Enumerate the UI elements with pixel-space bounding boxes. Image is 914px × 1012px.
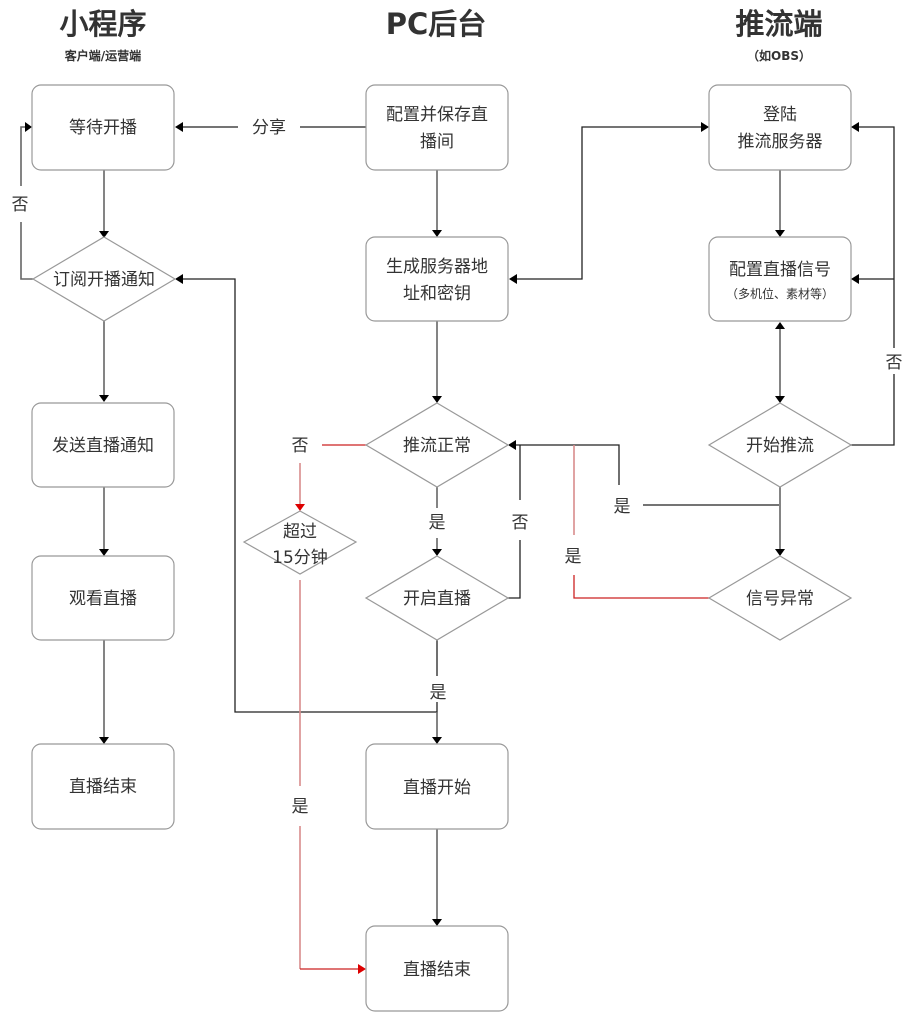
label-bg [884, 348, 904, 374]
node-login-server[interactable]: 登陆 推流服务器 [708, 84, 852, 171]
edge-label-openlive-no: 否 [512, 513, 529, 533]
edge-label-subscribe-no: 否 [12, 195, 29, 215]
node-label-line1: 超过 [283, 522, 317, 542]
arrow-head [432, 549, 442, 556]
arrow-head [432, 230, 442, 237]
arrow-head [851, 122, 859, 132]
node-label: 直播结束 [403, 960, 471, 980]
node-start-push[interactable]: 开始推流 [707, 402, 853, 488]
node-label-line2: 15分钟 [272, 548, 328, 568]
node-label: 直播开始 [403, 778, 471, 798]
node-live-start[interactable]: 直播开始 [365, 743, 509, 830]
edge-label-signalerr-yes: 是 [565, 547, 582, 567]
arrow-head [775, 322, 785, 329]
arrow-head [775, 396, 785, 403]
edge-signalerr-yes-lower [573, 575, 710, 599]
node-label-line1: 配置并保存直 [386, 105, 488, 125]
node-config-room[interactable]: 配置并保存直 播间 [365, 84, 509, 171]
node-label: 发送直播通知 [52, 436, 154, 456]
arrow-head [295, 504, 305, 511]
arrow-head [175, 274, 183, 284]
edge-label-pushok-yes: 是 [429, 513, 446, 533]
node-gen-server[interactable]: 生成服务器地 址和密钥 [365, 236, 509, 322]
edge-label-pushok-no: 否 [292, 436, 309, 456]
column-subtitle-pusher: （如OBS） [747, 48, 811, 63]
edge-startpush-yes-top [515, 444, 620, 485]
arrow-head [358, 964, 366, 974]
node-label-line2: 推流服务器 [738, 132, 823, 152]
edge-label-share: 分享 [252, 118, 286, 138]
node-over15[interactable]: 超过 15分钟 [242, 510, 358, 575]
node-label: 推流正常 [403, 436, 471, 456]
edge-label-startpush-no: 否 [886, 353, 903, 373]
node-send-notice[interactable]: 发送直播通知 [31, 402, 175, 488]
arrow-head [99, 231, 109, 238]
edge-startpush-no [850, 126, 895, 446]
arrow-head [851, 274, 859, 284]
node-label-line2: 址和密钥 [403, 284, 471, 304]
edge-subscribe-no-upper [20, 126, 26, 186]
node-label: 开启直播 [403, 589, 471, 609]
node-label-line1: 生成服务器地 [386, 257, 488, 277]
node-label: 等待开播 [69, 118, 137, 138]
edge-subscribe-no-lower [20, 222, 33, 280]
column-title-pusher: 推流端 [735, 7, 822, 41]
edge-label-startpush-yes: 是 [614, 497, 631, 517]
column-title-miniprogram: 小程序 [59, 7, 146, 41]
node-label-line2: （多机位、素材等） [726, 286, 834, 301]
edge-label-openlive-yes: 是 [430, 683, 447, 703]
node-wait-start[interactable]: 等待开播 [31, 84, 175, 171]
arrow-head [775, 230, 785, 237]
arrow-head [701, 122, 709, 132]
node-push-ok[interactable]: 推流正常 [364, 402, 510, 488]
arrow-head [508, 440, 516, 450]
node-end-mid[interactable]: 直播结束 [365, 925, 509, 1012]
node-end-left[interactable]: 直播结束 [31, 743, 175, 830]
arrow-head [432, 396, 442, 403]
column-subtitle-miniprogram: 客户端/运营端 [64, 48, 141, 63]
edge-openlive-no-lower [508, 540, 521, 599]
node-label-line2: 播间 [420, 132, 454, 152]
arrow-head [25, 122, 32, 132]
node-open-live[interactable]: 开启直播 [364, 555, 510, 641]
node-label-line1: 登陆 [763, 105, 797, 125]
arrow-head [99, 737, 109, 744]
node-label-line1: 配置直播信号 [729, 260, 831, 280]
node-watch[interactable]: 观看直播 [31, 555, 175, 641]
node-signal-error[interactable]: 信号异常 [707, 555, 853, 641]
node-label: 订阅开播通知 [53, 270, 155, 290]
column-title-pc: PC后台 [386, 7, 487, 41]
node-subscribe[interactable]: 订阅开播通知 [31, 236, 177, 322]
edge-live-to-subscribe [182, 278, 438, 713]
arrow-head [432, 919, 442, 926]
node-label: 观看直播 [69, 589, 137, 609]
node-label: 信号异常 [746, 589, 814, 609]
arrow-head [432, 737, 442, 744]
edge-label-over15-yes: 是 [292, 797, 309, 817]
arrow-head [99, 549, 109, 556]
arrow-head [509, 274, 517, 284]
node-label: 开始推流 [746, 436, 814, 456]
node-label: 直播结束 [69, 777, 137, 797]
arrow-head [175, 122, 183, 132]
node-config-signal[interactable]: 配置直播信号 （多机位、素材等） [708, 236, 852, 322]
arrow-head [775, 549, 785, 556]
arrow-head [99, 395, 109, 402]
edge-gen-login [515, 126, 702, 280]
